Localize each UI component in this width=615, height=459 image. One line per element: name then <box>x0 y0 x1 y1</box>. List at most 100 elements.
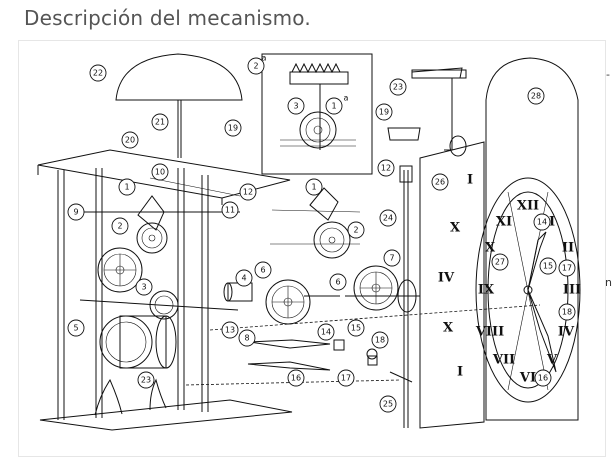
svg-text:17: 17 <box>562 264 572 273</box>
callout-18a: 18 <box>371 331 389 349</box>
dial-plate-numerals: X IV X I I <box>438 173 473 380</box>
right-edge-mark-top: - <box>606 68 610 81</box>
svg-text:26: 26 <box>435 178 445 187</box>
numeral-vii: VII <box>492 353 515 368</box>
numeral-x: X <box>485 241 496 256</box>
callout-23b: 23 <box>389 78 407 96</box>
callout-23: 23 <box>137 371 155 389</box>
callout-12b: 12 <box>377 159 395 177</box>
svg-text:3: 3 <box>141 283 146 292</box>
svg-text:22: 22 <box>93 69 103 78</box>
left-gears <box>75 177 241 369</box>
numeral-vi: VI <box>519 371 536 386</box>
svg-text:X: X <box>443 321 454 336</box>
callout-6a: 6 <box>254 261 272 279</box>
callout-19b: 19 <box>375 103 393 121</box>
svg-text:3: 3 <box>293 102 298 111</box>
callout-10: 10 <box>151 163 169 181</box>
svg-text:7: 7 <box>389 254 394 263</box>
inset-sublabel-a2: a <box>262 54 267 63</box>
svg-text:1: 1 <box>311 183 316 192</box>
svg-text:I: I <box>467 173 473 188</box>
callout-22: 22 <box>89 64 107 82</box>
svg-text:6: 6 <box>260 266 265 275</box>
callout-3a: 3 <box>135 278 153 296</box>
callout-19a: 19 <box>224 119 242 137</box>
movement-frame <box>37 149 293 431</box>
svg-text:23: 23 <box>393 83 403 92</box>
svg-text:5: 5 <box>73 324 78 333</box>
inset-escapement <box>261 53 373 175</box>
numeral-viii: VIII <box>475 325 504 340</box>
callout-6b: 6 <box>329 273 347 291</box>
callout-18b: 18 <box>558 303 576 321</box>
numeral-xii: XII <box>517 199 539 214</box>
svg-text:18: 18 <box>375 336 385 345</box>
svg-text:27: 27 <box>495 258 505 267</box>
svg-text:14: 14 <box>537 218 547 227</box>
callout-11: 11 <box>221 201 239 219</box>
dial-numerals: XII I II III IV V VI VII VIII IX X XI <box>475 199 581 386</box>
svg-text:2: 2 <box>353 226 358 235</box>
svg-text:12: 12 <box>243 188 253 197</box>
callout-17b: 17 <box>558 259 576 277</box>
numeral-iii: III <box>563 283 581 298</box>
callouts: 22 21 20 19 12 10 1 11 9 2 3 5 4 6 13 8 … <box>67 54 576 413</box>
callout-14b: 14 <box>533 213 551 231</box>
callout-9: 9 <box>67 203 85 221</box>
callout-8: 8 <box>238 329 256 347</box>
svg-text:X: X <box>450 221 461 236</box>
pendulum-and-crank <box>387 67 467 428</box>
svg-text:IV: IV <box>438 271 455 286</box>
callout-5: 5 <box>67 319 85 337</box>
callout-2b: 2 <box>247 57 265 75</box>
callout-16a: 16 <box>287 369 305 387</box>
svg-text:25: 25 <box>383 400 393 409</box>
svg-text:2: 2 <box>117 222 122 231</box>
callout-15b: 15 <box>539 257 557 275</box>
callout-12a: 12 <box>239 183 257 201</box>
svg-text:2: 2 <box>253 62 258 71</box>
callout-16b: 16 <box>534 369 552 387</box>
callout-1a: 1 <box>118 178 136 196</box>
svg-text:10: 10 <box>155 168 165 177</box>
callout-21: 21 <box>151 113 169 131</box>
svg-text:15: 15 <box>543 262 553 271</box>
inset-sublabel-a1: a <box>344 94 349 103</box>
svg-text:19: 19 <box>379 108 389 117</box>
callout-28: 28 <box>527 87 545 105</box>
callout-2c: 2 <box>347 221 365 239</box>
callout-26: 26 <box>431 173 449 191</box>
svg-text:8: 8 <box>244 334 249 343</box>
svg-text:11: 11 <box>225 206 235 215</box>
numeral-ii: II <box>562 241 574 256</box>
clock-dial: XII I II III IV V VI VII VIII IX X XI <box>475 57 581 421</box>
svg-text:1: 1 <box>331 102 336 111</box>
callout-1b: 1 <box>325 97 343 115</box>
svg-text:13: 13 <box>225 326 235 335</box>
callout-3b: 3 <box>287 97 305 115</box>
svg-text:14: 14 <box>321 328 331 337</box>
svg-text:4: 4 <box>241 274 246 283</box>
callout-27: 27 <box>491 253 509 271</box>
numeral-xi: XI <box>496 215 512 230</box>
svg-text:15: 15 <box>351 324 361 333</box>
numeral-iv: IV <box>558 325 575 340</box>
svg-text:18: 18 <box>562 308 572 317</box>
numeral-i: I <box>549 215 555 230</box>
bell <box>115 53 243 158</box>
numeral-ix: IX <box>478 283 495 298</box>
svg-text:28: 28 <box>531 92 541 101</box>
callout-20: 20 <box>121 131 139 149</box>
callout-24: 24 <box>379 209 397 227</box>
right-edge-mark-bottom: n <box>605 276 612 289</box>
svg-text:17: 17 <box>341 374 351 383</box>
svg-text:I: I <box>457 365 463 380</box>
callout-7: 7 <box>383 249 401 267</box>
callout-4: 4 <box>235 269 253 287</box>
svg-text:16: 16 <box>291 374 301 383</box>
callout-2a: 2 <box>111 217 129 235</box>
svg-text:19: 19 <box>228 124 238 133</box>
svg-text:21: 21 <box>155 118 165 127</box>
